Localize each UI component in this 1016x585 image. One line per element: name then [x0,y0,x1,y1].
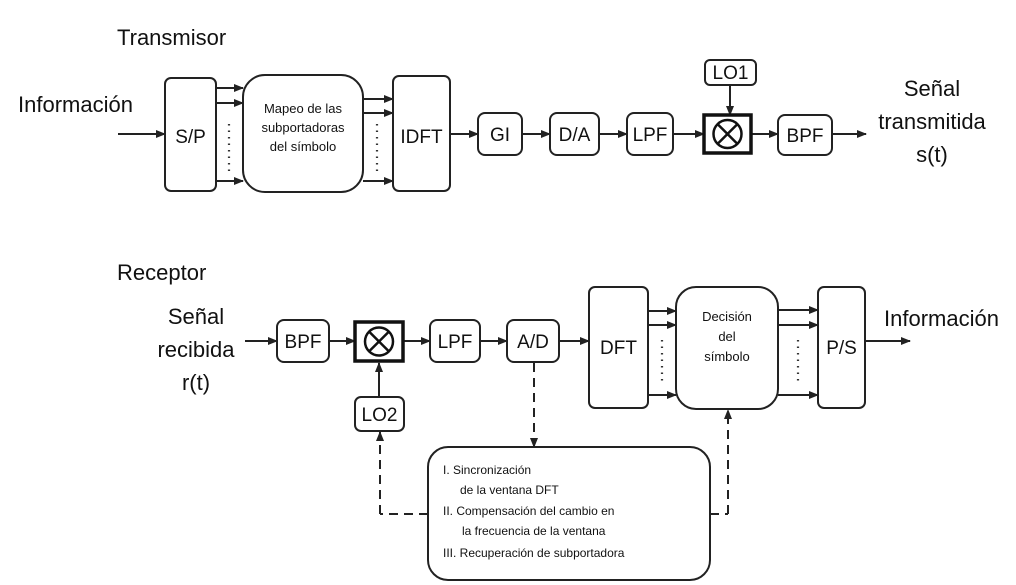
sync-line-1: I. Sincronización [443,463,531,477]
sync-block [427,446,711,581]
mapping-block [242,74,364,193]
dft-block [588,286,649,409]
decision-block [675,286,779,410]
sync-line-5: III. Recuperación de subportadora [443,546,625,560]
da-block [549,112,600,156]
gi-block [477,112,523,156]
ad-block [506,319,560,363]
tx-output-label-2: transmitida [878,109,986,134]
rx-lpf-block [429,319,481,363]
decision-label-2: del [718,329,735,344]
rx-bpf-label: BPF [285,332,322,353]
sp-label: S/P [175,127,206,148]
ad-label: A/D [517,332,549,353]
receiver-arrows [245,306,911,399]
sync-control-lines [376,363,732,515]
tx-lpf-label: LPF [633,125,668,146]
tx-bpf-block [777,114,833,156]
idft-block [392,75,451,192]
ps-label: P/S [826,338,857,359]
transmitter-input-label: Información [18,92,133,117]
dft-label: DFT [600,338,637,359]
mapping-label-3: del símbolo [270,139,336,154]
rx-input-label-1: Señal [168,304,224,329]
da-label: D/A [559,125,591,146]
tx-bpf-label: BPF [787,126,824,147]
rx-lpf-label: LPF [438,332,473,353]
rx-bpf-block [276,319,330,363]
rx-mixer-icon [353,320,405,363]
tx-output-label-3: s(t) [916,142,948,167]
rx-input-label-2: recibida [157,337,235,362]
transmitter-arrows [118,84,867,185]
gi-label: GI [490,125,510,146]
rx-output-label: Información [884,306,999,331]
lo1-block [704,59,757,86]
tx-lpf-block [626,112,674,156]
transmitter-title: Transmisor [117,25,226,50]
decision-label-3: símbolo [704,349,750,364]
sp-block [164,77,217,192]
lo2-label: LO2 [362,405,398,426]
sync-line-3: II. Compensación del cambio en [443,504,614,518]
idft-label: IDFT [400,127,443,148]
receiver-title: Receptor [117,260,206,285]
sync-line-2: de la ventana DFT [460,483,559,497]
lo2-block [354,396,405,432]
decision-label-1: Decisión [702,309,752,324]
ps-block [817,286,866,409]
sync-line-4: la frecuencia de la ventana [462,524,606,538]
tx-mixer-icon [702,113,753,155]
mapping-label-1: Mapeo de las [264,101,343,116]
rx-input-label-3: r(t) [182,370,210,395]
lo1-label: LO1 [713,63,749,84]
tx-output-label-1: Señal [904,76,960,101]
mapping-label-2: subportadoras [261,120,345,135]
